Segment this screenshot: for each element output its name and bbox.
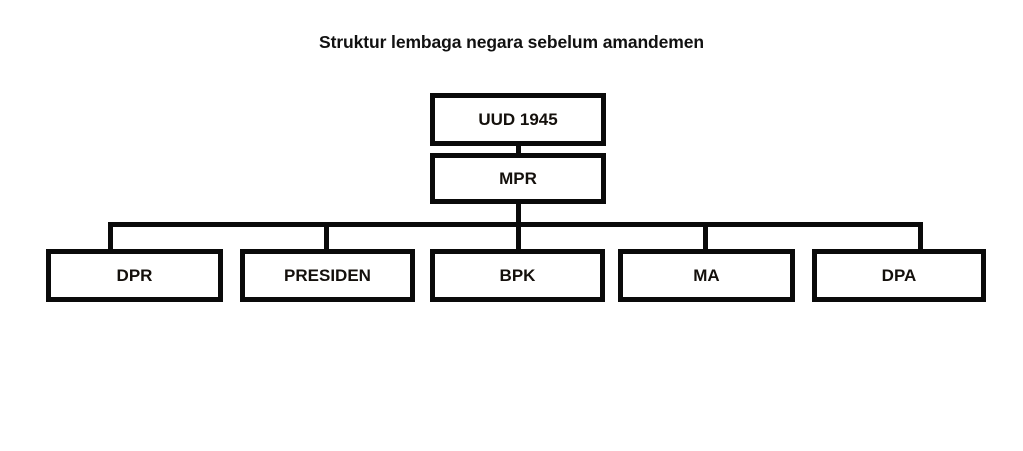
node-dpr[interactable]: DPR <box>46 249 223 302</box>
node-label-mpr: MPR <box>499 169 537 188</box>
node-bpk[interactable]: BPK <box>430 249 605 302</box>
connector-drop-dpr <box>108 222 113 251</box>
connector-mpr-to-bus <box>516 201 521 226</box>
connector-horizontal-bus <box>108 222 923 227</box>
connector-drop-ma <box>703 222 708 251</box>
connector-drop-dpa <box>918 222 923 251</box>
node-label-uud-1945: UUD 1945 <box>478 110 558 129</box>
node-label-presiden: PRESIDEN <box>284 266 371 285</box>
node-dpa[interactable]: DPA <box>812 249 986 302</box>
node-label-bpk: BPK <box>499 266 536 285</box>
node-label-ma: MA <box>693 266 720 285</box>
connector-drop-bpk <box>516 222 521 251</box>
node-uud-1945[interactable]: UUD 1945 <box>430 93 606 146</box>
node-label-dpr: DPR <box>116 266 153 285</box>
node-ma[interactable]: MA <box>618 249 795 302</box>
node-mpr[interactable]: MPR <box>430 153 606 204</box>
node-label-dpa: DPA <box>881 266 917 285</box>
page-title: Struktur lembaga negara sebelum amandeme… <box>319 32 704 52</box>
node-presiden[interactable]: PRESIDEN <box>240 249 415 302</box>
connector-drop-presiden <box>324 222 329 251</box>
connector-uud-to-mpr <box>516 143 521 155</box>
